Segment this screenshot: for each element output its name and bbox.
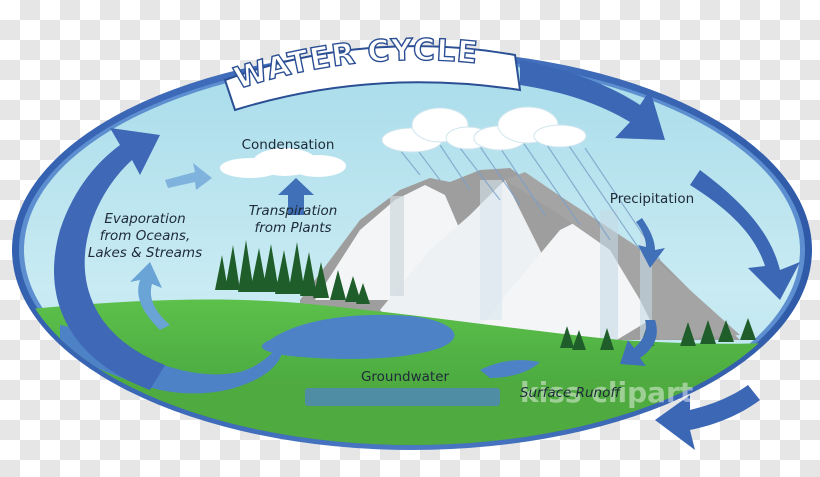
lake — [261, 314, 455, 359]
label-groundwater: Groundwater — [360, 369, 450, 385]
top-right-cycle-arrow — [520, 60, 665, 140]
groundwater-layer — [305, 388, 500, 406]
transpiration-arrow — [278, 178, 314, 215]
evaporation-small-arrow — [130, 262, 170, 330]
label-evaporation: Evaporation from Oceans, Lakes & Streams — [87, 211, 203, 261]
label-transpiration: Transpiration from Plants — [248, 203, 338, 236]
evaporation-to-cloud-arrow — [165, 163, 212, 190]
runoff-arrow — [620, 320, 657, 366]
precipitation-arrow — [636, 218, 665, 268]
bottom-right-cycle-arrow — [655, 385, 760, 450]
mountain-shadow-band-2 — [480, 180, 502, 320]
condensation-cloud — [220, 148, 346, 178]
mountain-shadow-band-1 — [390, 196, 404, 296]
label-precipitation: Precipitation — [609, 191, 695, 207]
title-banner — [223, 45, 522, 112]
trees — [215, 240, 756, 350]
mountain-shadow — [505, 172, 740, 340]
river — [60, 325, 282, 394]
rain-cloud-right — [473, 106, 587, 151]
mountain-shadow-band-3 — [600, 210, 618, 340]
evaporation-cycle-arrow — [54, 128, 165, 390]
right-cycle-arrow — [690, 170, 800, 300]
label-surface-runoff: Surface Runoff — [519, 385, 621, 401]
runoff-stream — [480, 360, 540, 378]
label-condensation: Condensation — [241, 137, 335, 153]
watermark: kiss clipart — [520, 376, 693, 409]
